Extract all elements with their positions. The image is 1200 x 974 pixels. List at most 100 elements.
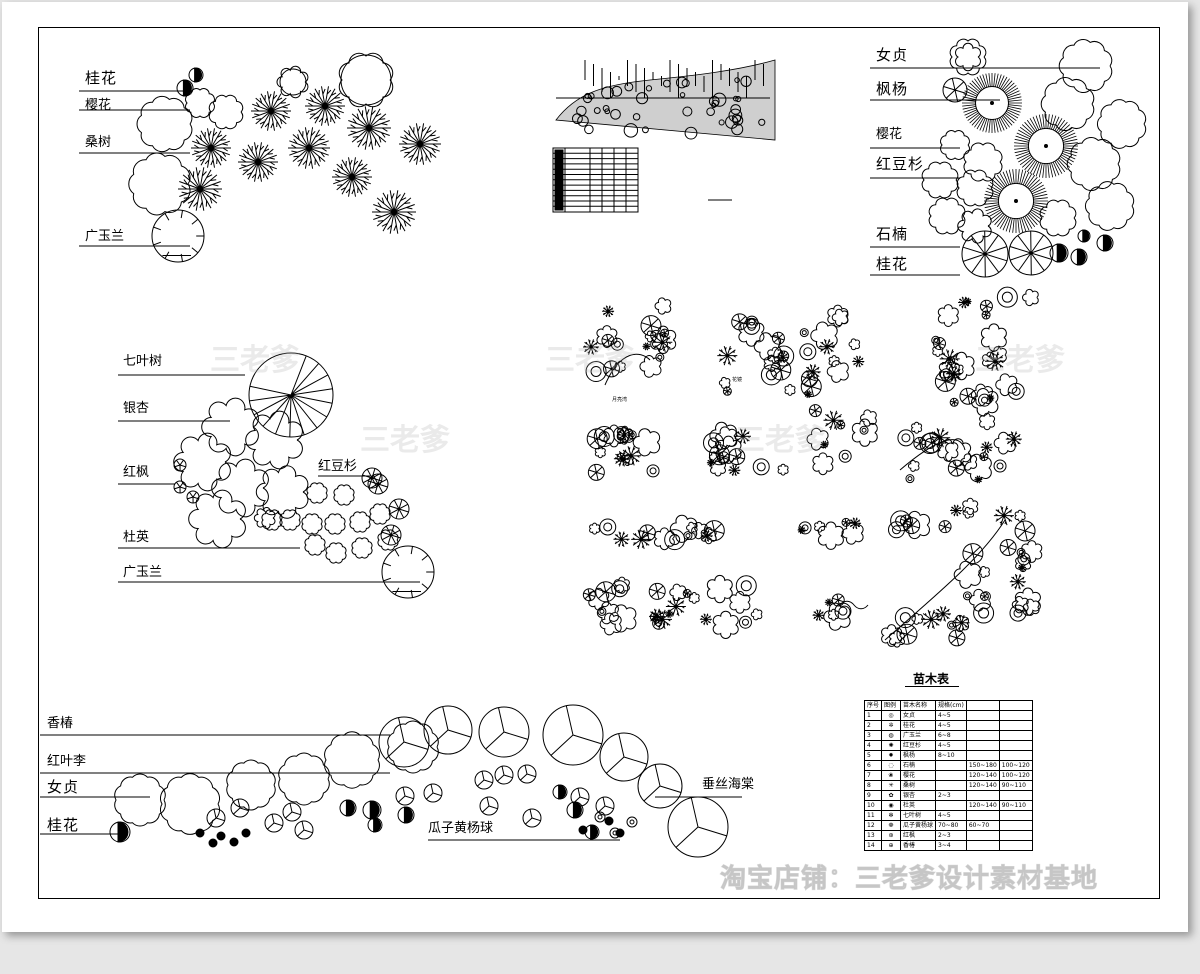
label-hongyeli: 红叶李 bbox=[47, 755, 86, 768]
guazihuangyang-symbol bbox=[605, 817, 613, 825]
table-row: 3◍广玉兰6~8 bbox=[865, 731, 1033, 741]
label-chuisihaitang: 垂丝海棠 bbox=[702, 778, 754, 791]
site-shrub-icon bbox=[819, 339, 835, 354]
label-guihua: 桂花 bbox=[876, 257, 908, 272]
table-cell: 银杏 bbox=[901, 791, 936, 801]
table-cell: 2~3 bbox=[936, 791, 967, 801]
yinxing-symbol bbox=[212, 459, 269, 517]
table-cell: 7 bbox=[865, 771, 882, 781]
site-shrub-icon bbox=[742, 619, 748, 625]
site-shrub-icon bbox=[741, 581, 751, 591]
label-guazihuangyangqiu: 瓜子黄杨球 bbox=[428, 822, 493, 835]
site-shrub-icon bbox=[604, 523, 612, 531]
site-shrub-icon bbox=[813, 610, 825, 621]
site-shrub-icon bbox=[828, 305, 848, 327]
table-cell: 广玉兰 bbox=[901, 731, 936, 741]
table-cell: 90~110 bbox=[999, 801, 1032, 811]
table-cell: 14 bbox=[865, 841, 882, 851]
site-shrub-icon bbox=[643, 343, 651, 351]
label-qiyeshu: 七叶树 bbox=[123, 355, 162, 368]
site-shrub-icon bbox=[800, 344, 816, 360]
guazihuangyang-symbol bbox=[230, 838, 238, 846]
table-cell: 4~5 bbox=[936, 741, 967, 751]
haitang-symbol bbox=[630, 820, 634, 824]
haitang-symbol bbox=[627, 817, 637, 827]
shrub-symbol bbox=[1085, 182, 1133, 231]
sangshu-symbol bbox=[332, 157, 372, 196]
table-header-cell bbox=[966, 701, 999, 711]
table-cell: 100~120 bbox=[999, 771, 1032, 781]
site-shrub-icon bbox=[969, 589, 990, 611]
nvzhen-symbol bbox=[115, 774, 166, 826]
label-xiangchun: 香椿 bbox=[47, 717, 73, 730]
site-shrub-icon bbox=[963, 592, 971, 600]
table-cell bbox=[966, 841, 999, 851]
table-header-cell: 序号 bbox=[865, 701, 882, 711]
site-shrub-icon bbox=[981, 442, 993, 453]
site-shrub-icon bbox=[908, 477, 912, 481]
yinxing-symbol bbox=[202, 398, 259, 456]
shinan-symbol bbox=[1010, 231, 1052, 275]
duying-symbol bbox=[302, 514, 322, 534]
label-yinxing: 银杏 bbox=[123, 402, 149, 415]
table-cell: 4~5 bbox=[936, 811, 967, 821]
table-cell: 2~3 bbox=[936, 831, 967, 841]
site-shrub-icon bbox=[804, 348, 812, 356]
site-shrub-icon bbox=[963, 498, 978, 514]
site-shrub-icon bbox=[686, 534, 690, 538]
site-shrub-icon bbox=[785, 385, 795, 396]
site-shrub-icon bbox=[594, 426, 614, 446]
shrub-symbol bbox=[1097, 100, 1145, 149]
site-shrub-icon bbox=[1010, 574, 1026, 589]
table-cell: 石楠 bbox=[901, 761, 936, 771]
table-cell bbox=[999, 721, 1032, 731]
site-shrub-icon bbox=[600, 609, 604, 613]
table-cell bbox=[966, 741, 999, 751]
site-shrub-icon bbox=[824, 411, 844, 430]
nvzhen-symbol bbox=[279, 753, 330, 805]
duying-symbol bbox=[280, 510, 300, 530]
duying-symbol bbox=[352, 538, 372, 558]
table-row: 9✿银杏2~3 bbox=[865, 791, 1033, 801]
nvzhen-symbol bbox=[325, 732, 380, 788]
legend-symbol-icon: ◌ bbox=[882, 761, 901, 771]
legend-symbol-icon: ✻ bbox=[882, 811, 901, 821]
table-row: 13⊛红枫2~3 bbox=[865, 831, 1033, 841]
label-nvzhen: 女贞 bbox=[47, 780, 79, 795]
table-header-cell: 规格(cm) bbox=[936, 701, 967, 711]
site-shrub-icon bbox=[860, 426, 868, 434]
table-cell bbox=[999, 821, 1032, 831]
site-shrub-icon bbox=[730, 591, 750, 613]
site-shrub-icon bbox=[610, 605, 636, 632]
nvzhen-symbol bbox=[227, 760, 275, 810]
site-shrub-icon bbox=[974, 603, 994, 623]
site-shrub-icon bbox=[719, 377, 730, 388]
table-cell: 120~140 bbox=[966, 771, 999, 781]
legend-symbol-icon: ◉ bbox=[882, 801, 901, 811]
site-shrub-icon bbox=[778, 464, 788, 475]
site-plan-tree bbox=[585, 125, 594, 134]
site-shrub-icon bbox=[842, 453, 848, 459]
site-shrub-icon bbox=[825, 599, 833, 607]
table-row: 1◎女贞4~5 bbox=[865, 711, 1033, 721]
site-shrub-icon bbox=[852, 356, 864, 367]
guazihuangyang-symbol bbox=[217, 832, 225, 840]
table-cell: 120~140 bbox=[966, 781, 999, 791]
table-cell bbox=[999, 731, 1032, 741]
table-cell bbox=[936, 781, 967, 791]
tree-trunk bbox=[1015, 200, 1018, 203]
table-cell: 4 bbox=[865, 741, 882, 751]
table-cell: 香椿 bbox=[901, 841, 936, 851]
table-cell bbox=[999, 831, 1032, 841]
legend-symbol-icon: ⊕ bbox=[882, 841, 901, 851]
legend-symbol-icon: ✹ bbox=[882, 751, 901, 761]
table-cell: 4~5 bbox=[936, 711, 967, 721]
tree-canopy bbox=[944, 78, 967, 101]
shrub-symbol bbox=[922, 162, 958, 198]
table-cell: 120~140 bbox=[966, 801, 999, 811]
site-shrub-icon bbox=[900, 613, 910, 623]
legend-symbol-icon: ⊛ bbox=[882, 831, 901, 841]
site-shrub-icon bbox=[655, 298, 671, 314]
label-hongfeng: 红枫 bbox=[123, 466, 149, 479]
table-cell: 13 bbox=[865, 831, 882, 841]
